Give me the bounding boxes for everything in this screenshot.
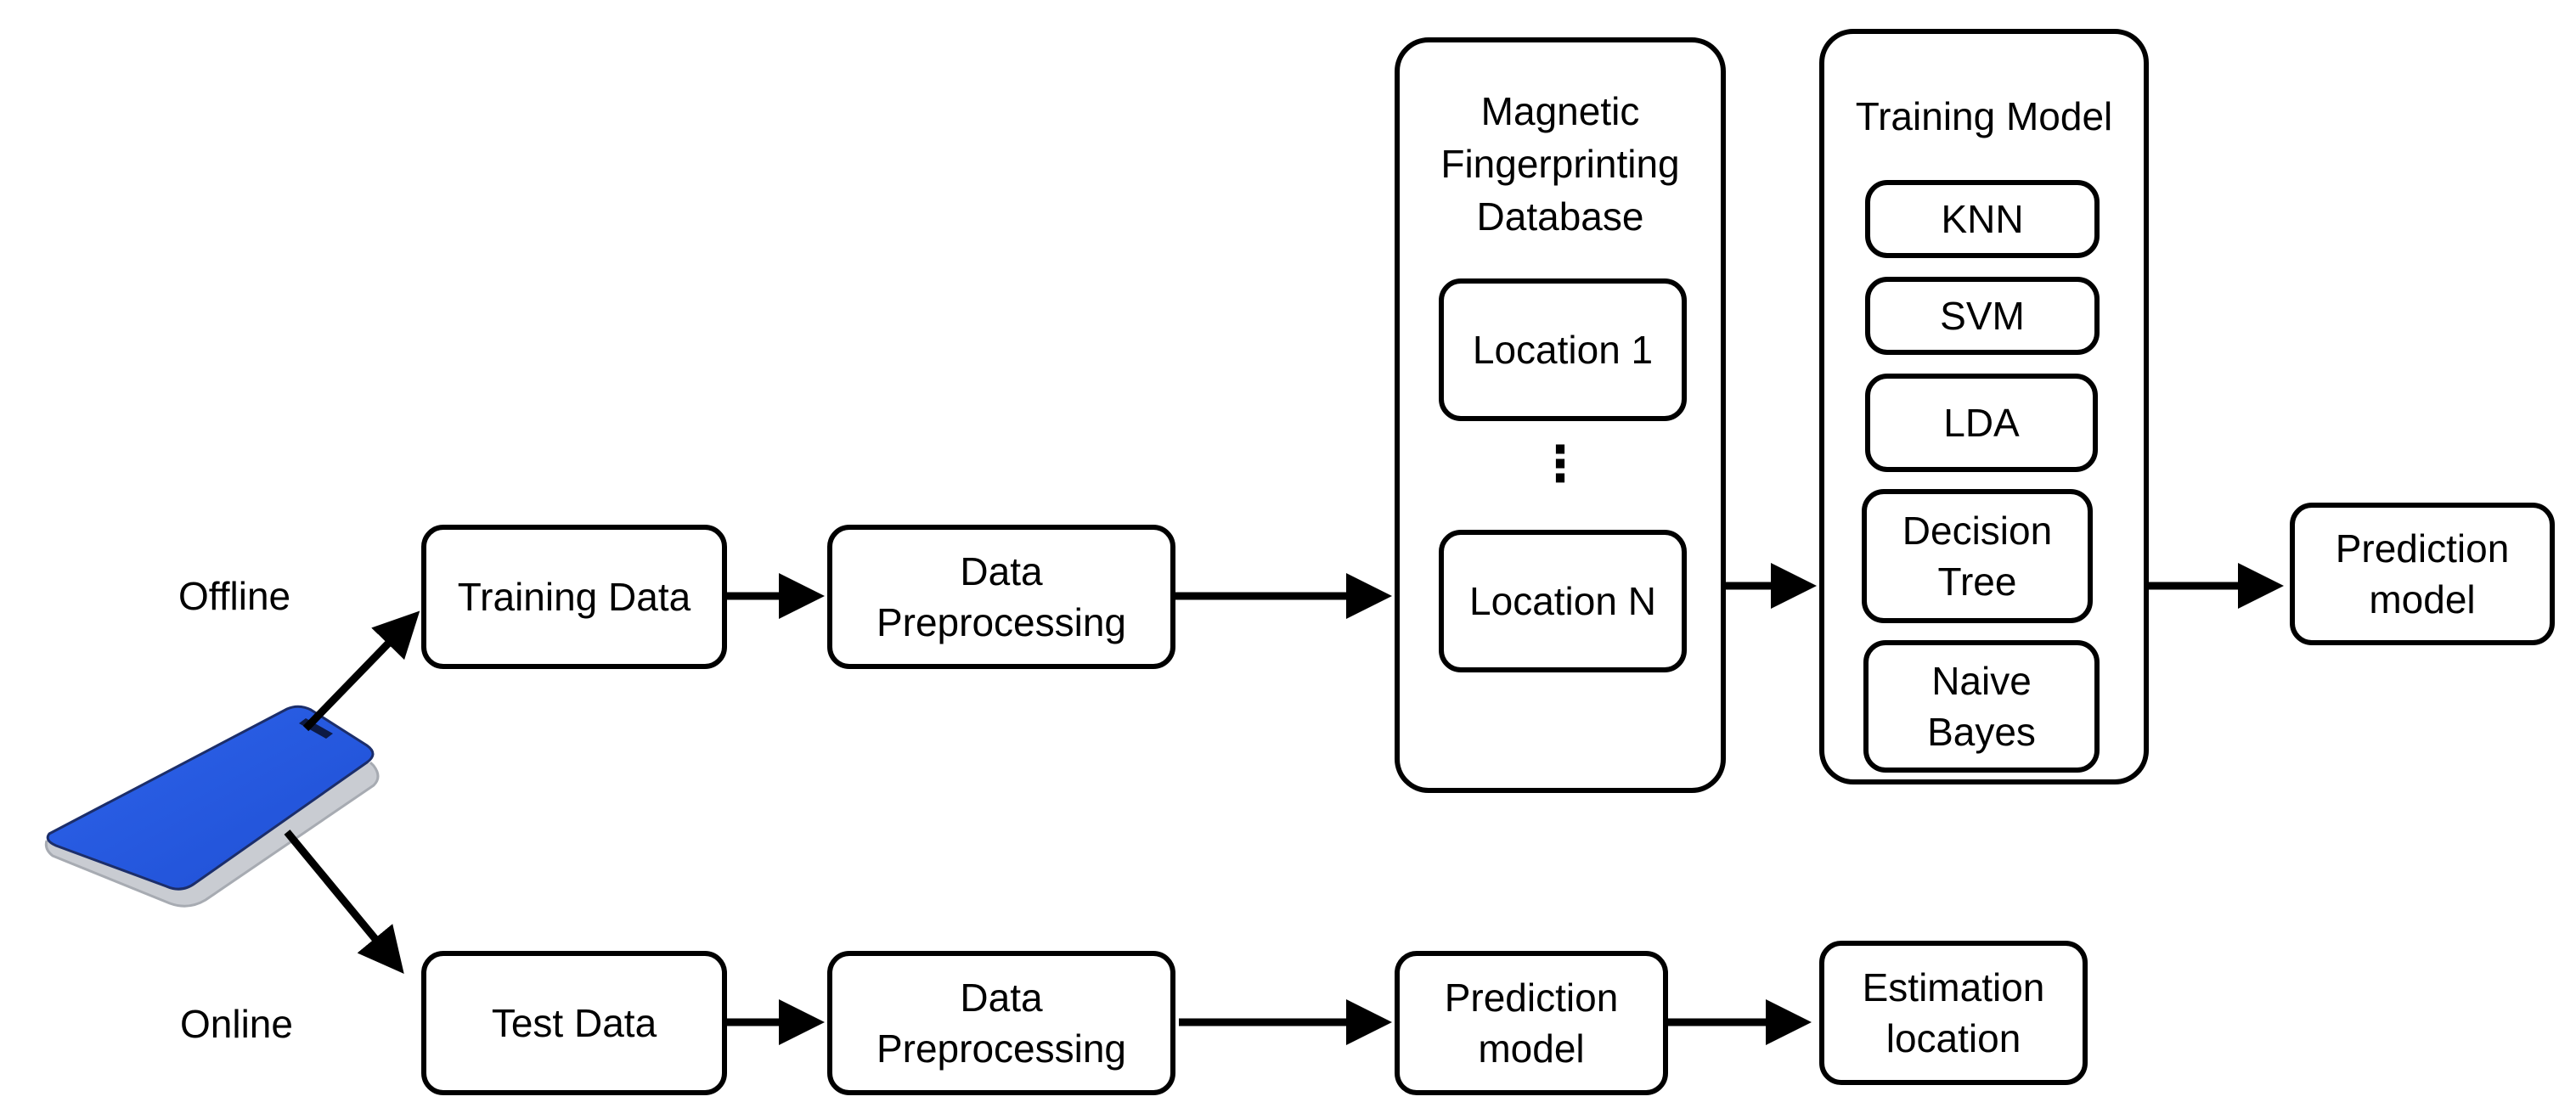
ellipsis-icon: ⋮: [1536, 436, 1585, 492]
lda-box: LDA: [1865, 374, 2098, 472]
offline-data-preprocessing-box: Data Preprocessing: [827, 525, 1175, 669]
training-model-title: Training Model: [1855, 94, 2113, 138]
estimation-location-box: Estimation location: [1819, 941, 2088, 1085]
offline-prediction-model-box: Prediction model: [2290, 503, 2555, 645]
database-title: Magnetic Fingerprinting Database: [1440, 89, 1680, 239]
online-prediction-model-box: Prediction model: [1395, 951, 1668, 1095]
arrow-phone-to-training: [302, 610, 420, 732]
location-n-box: Location N: [1439, 530, 1687, 672]
knn-box: KNN: [1865, 180, 2100, 258]
training-data-box: Training Data: [421, 525, 727, 669]
decision-tree-box: Decision Tree: [1862, 489, 2093, 623]
svm-box: SVM: [1865, 277, 2100, 355]
online-label: Online: [180, 1002, 293, 1046]
online-data-preprocessing-box: Data Preprocessing: [827, 951, 1175, 1095]
naive-bayes-box: Naive Bayes: [1863, 640, 2100, 773]
test-data-box: Test Data: [421, 951, 727, 1095]
arrow-phone-to-test: [284, 829, 404, 974]
offline-label: Offline: [178, 574, 291, 618]
location-1-box: Location 1: [1439, 278, 1687, 421]
